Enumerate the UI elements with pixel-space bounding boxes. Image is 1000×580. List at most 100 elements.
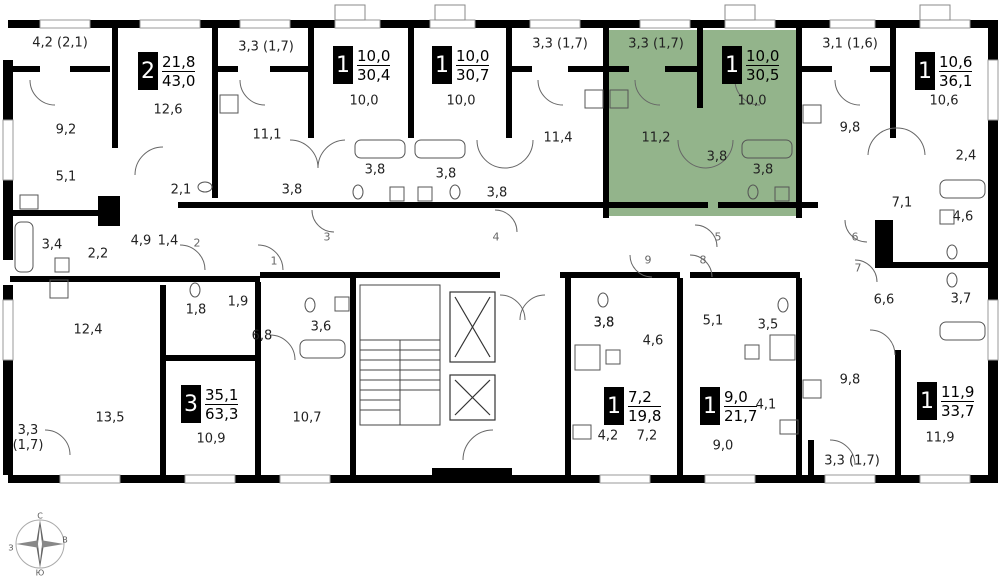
room-area: 10,0: [349, 93, 379, 109]
room-area: 3,8: [281, 182, 303, 198]
room-area: 10,9: [196, 431, 226, 447]
room-area: 12,6: [153, 102, 183, 118]
door-number: 9: [644, 253, 652, 267]
door-number: 8: [699, 253, 707, 267]
staircase: [359, 284, 441, 426]
room-area: 3,8: [593, 315, 615, 331]
door-number: 6: [851, 230, 859, 244]
room-area: 3,8: [593, 315, 615, 331]
rooms-count: 1: [915, 52, 935, 90]
rooms-count: 1: [917, 382, 937, 420]
rooms-count: 1: [604, 387, 624, 425]
total-area: 30,5: [746, 65, 780, 84]
door-number: 3: [323, 230, 331, 244]
total-area: 19,8: [628, 406, 662, 425]
room-area: 9,8: [839, 372, 861, 388]
room-area: 11,2: [641, 130, 671, 146]
room-area: 3,1 (1,6): [822, 36, 878, 52]
room-area: 4,2 (2,1): [32, 35, 88, 51]
room-area: 1,8: [185, 302, 207, 318]
rooms-count: 3: [181, 385, 201, 423]
room-area: 4,2: [597, 428, 619, 444]
room-area: 4,9: [130, 233, 152, 249]
rooms-count: 1: [700, 387, 720, 425]
rooms-count: 1: [722, 46, 742, 84]
room-area: 7,2: [636, 428, 658, 444]
compass-west: З: [8, 543, 14, 553]
total-area: 43,0: [162, 71, 196, 90]
living-area: 35,1: [205, 385, 239, 405]
room-area: 6,6: [873, 292, 895, 308]
room-area: 3,3 (1,7): [628, 36, 684, 52]
room-area: 10,7: [292, 410, 322, 426]
room-area: 9,0: [712, 438, 734, 454]
room-area: 10,0: [737, 93, 767, 109]
room-area: 1,9: [227, 294, 249, 310]
room-area: 4,6: [952, 209, 974, 225]
rooms-count: 1: [333, 46, 353, 84]
living-area: 21,8: [162, 52, 196, 72]
door-number: 5: [714, 230, 722, 244]
room-area: 6,8: [251, 328, 273, 344]
living-area: 11,9: [941, 382, 975, 402]
compass-south: Ю: [35, 568, 45, 578]
room-area: 3,8: [486, 185, 508, 201]
room-area: 5,1: [702, 313, 724, 329]
room-area: 2,2: [87, 246, 109, 262]
total-area: 36,1: [939, 71, 973, 90]
bathroom-fixtures: [14, 89, 986, 440]
living-area: 10,0: [456, 46, 490, 66]
balconies: [334, 4, 951, 21]
total-area: 21,7: [724, 406, 758, 425]
compass-rose: С Ю В З: [8, 512, 72, 578]
room-area: 3,8: [752, 162, 774, 178]
room-area: 3,3 (1,7): [238, 39, 294, 55]
rooms-count: 2: [138, 52, 158, 90]
room-area: 3,6: [310, 319, 332, 335]
room-area: 9,8: [839, 120, 861, 136]
living-area: 9,0: [724, 388, 758, 407]
room-area: 4,6: [642, 333, 664, 349]
total-area: 30,4: [357, 65, 391, 84]
room-area: 11,9: [925, 430, 955, 446]
room-area: 1,4: [157, 233, 179, 249]
room-area: 7,1: [891, 195, 913, 211]
room-area: 3,8: [364, 162, 386, 178]
room-area: 9,2: [55, 122, 77, 138]
total-area: 63,3: [205, 404, 239, 423]
room-area: 3,4: [41, 237, 63, 253]
room-area: 13,5: [95, 410, 125, 426]
room-area: 3,3 (1,7): [824, 453, 880, 469]
living-area: 7,2: [628, 388, 662, 407]
room-area: 2,1: [170, 182, 192, 198]
room-area: 3,3 (1,7): [12, 423, 44, 453]
room-area: 3,5: [757, 317, 779, 333]
total-area: 33,7: [941, 401, 975, 420]
door-number: 4: [492, 230, 500, 244]
room-area: 12,4: [73, 322, 103, 338]
room-area: 11,4: [543, 130, 573, 146]
room-area: 10,6: [929, 93, 959, 109]
interior-walls: [10, 28, 990, 480]
highlighted-apartment-area-2: [700, 30, 799, 216]
elevators: [449, 291, 496, 421]
door-number: 1: [270, 254, 278, 268]
room-area: 4,1: [755, 397, 777, 413]
room-area: 3,8: [706, 149, 728, 165]
room-area: 3,8: [435, 166, 457, 182]
room-area: 5,1: [55, 169, 77, 185]
room-area: 3,3 (1,7): [532, 36, 588, 52]
door-number: 7: [854, 261, 862, 275]
door-number: 2: [193, 236, 201, 250]
room-area: 2,4: [955, 148, 977, 164]
